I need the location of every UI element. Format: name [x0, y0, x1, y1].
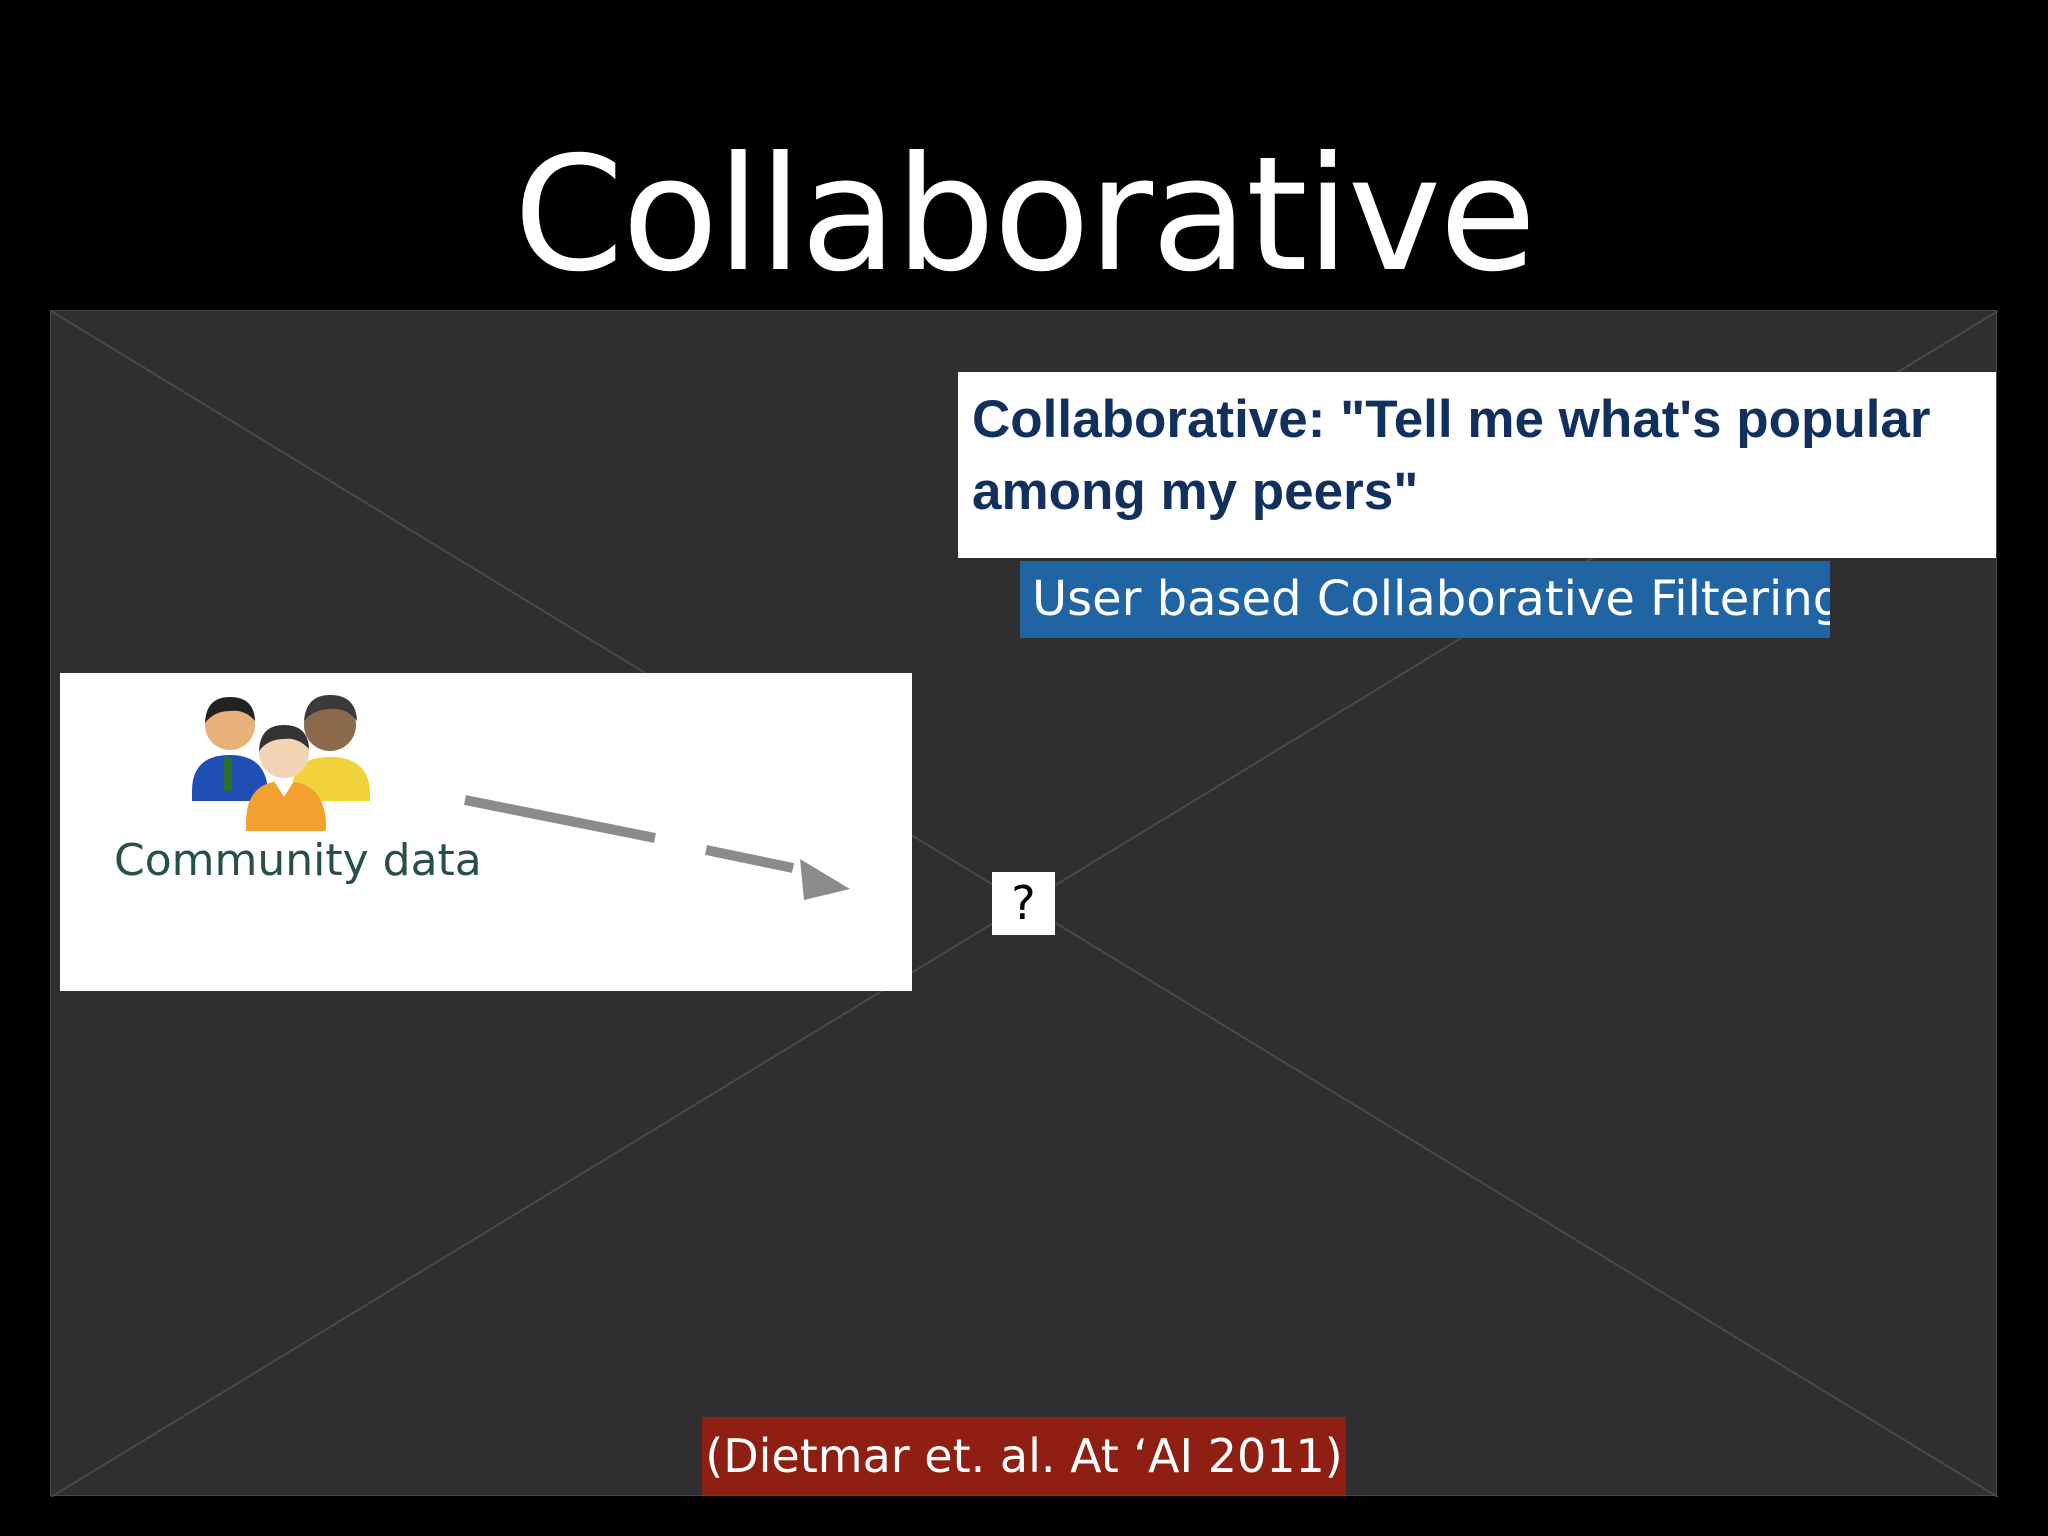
slide-title: Collaborative	[513, 123, 1537, 307]
citation-label: (Dietmar et. al. At ‘AI 2011)	[702, 1417, 1346, 1495]
community-figure-graphics	[192, 695, 850, 900]
unknown-result-box: ?	[992, 872, 1055, 935]
community-data-label: Community data	[114, 835, 482, 886]
quote-box: Collaborative: "Tell me what's popular a…	[958, 372, 1996, 558]
quote-text: Collaborative: "Tell me what's popular a…	[972, 390, 1931, 521]
filtering-type-badge: User based Collaborative Filtering	[1020, 561, 1830, 638]
community-data-figure: Community data	[60, 673, 912, 991]
dashed-arrow-right-icon	[464, 795, 850, 900]
people-group-icon	[192, 695, 370, 831]
